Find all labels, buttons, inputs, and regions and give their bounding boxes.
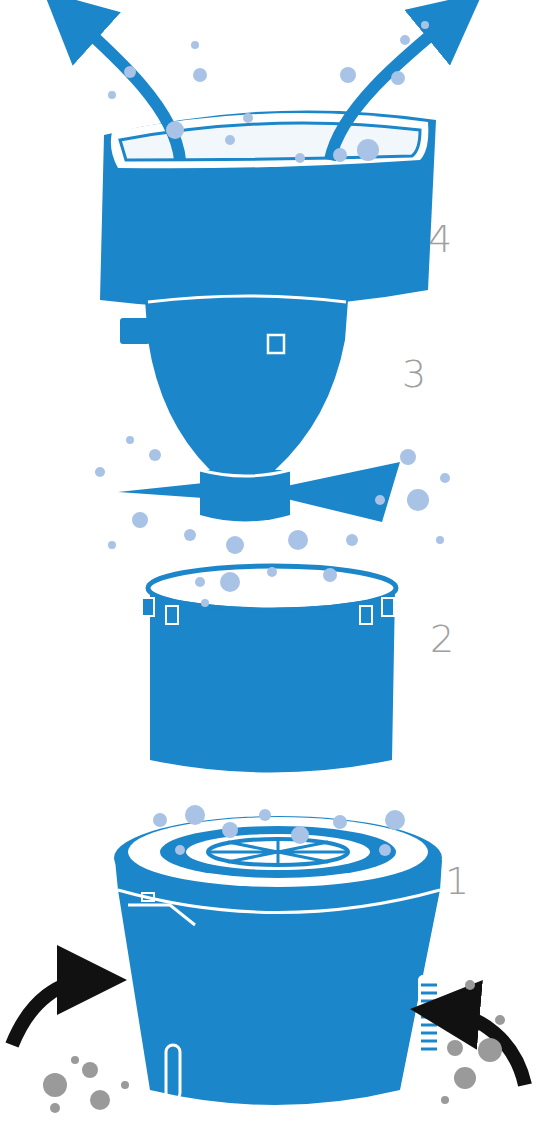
filter-cylinder [142,566,396,773]
top-cover [70,15,455,308]
air-bubbles-base [153,805,405,856]
callout-number: 4 [428,220,452,258]
air-bubbles-cylinder [195,567,337,607]
air-bubbles-middle [95,436,450,554]
callout-number: 1 [445,862,469,900]
callout-number: 2 [430,620,454,658]
funnel-part [118,293,400,523]
air-bubbles-top [108,21,429,163]
dust-particles [43,980,505,1113]
base-unit [12,816,525,1105]
callout-number: 3 [402,355,426,393]
